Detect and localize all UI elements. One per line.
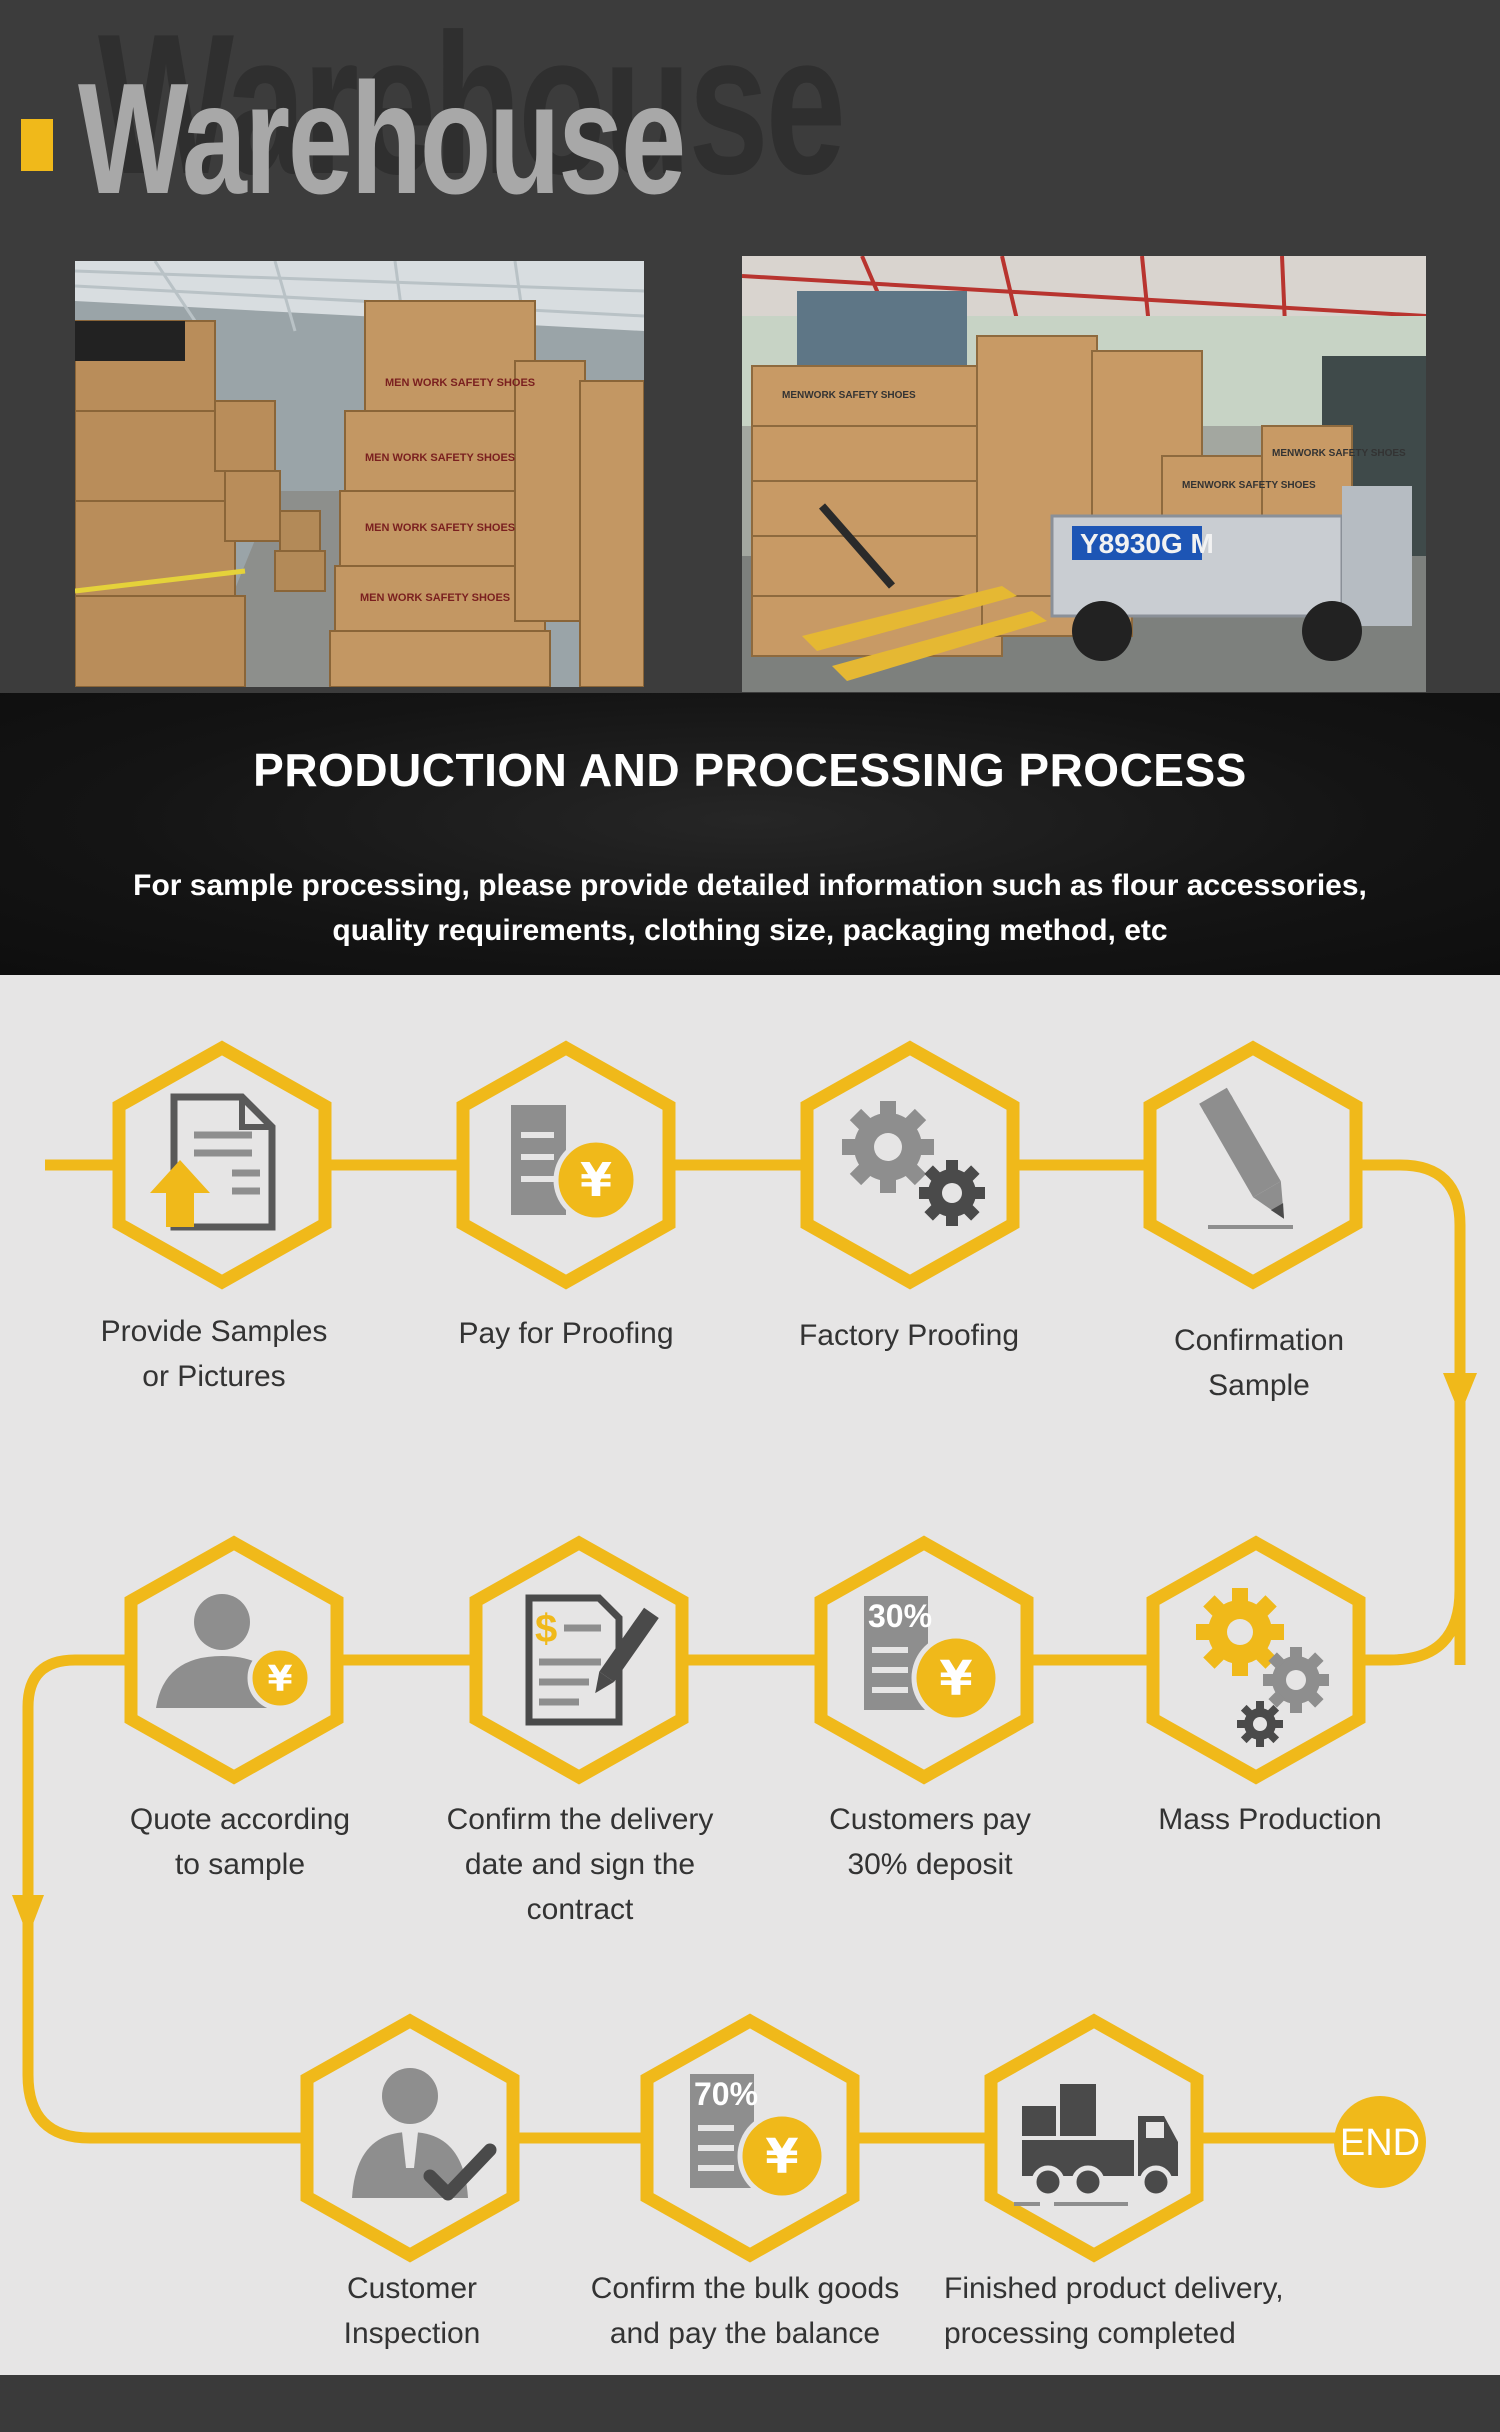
process-banner: PRODUCTION AND PROCESSING PROCESS For sa… [0, 693, 1500, 975]
pencil-icon [1199, 1087, 1293, 1229]
process-flow: ¥ [0, 975, 1500, 2375]
box-label: MENWORK SAFETY SHOES [1272, 448, 1406, 459]
box-label: MEN WORK SAFETY SHOES [365, 522, 515, 534]
step-6-node: 30% ¥ [821, 1543, 1027, 1777]
footer-strip [0, 2375, 1500, 2432]
warehouse-ghost-title: Warehouse [98, 0, 846, 216]
step-3-node [807, 1048, 1013, 1282]
step-11-node [991, 2021, 1197, 2255]
banner-description: For sample processing, please provide de… [0, 863, 1500, 953]
step-label: Mass Production [1158, 1803, 1382, 1836]
document-yen-70-icon: 70% ¥ [690, 2074, 827, 2201]
document-yen-30-icon: 30% ¥ [864, 1596, 1001, 1723]
svg-text:$: $ [535, 1607, 557, 1651]
box-label: MENWORK SAFETY SHOES [782, 390, 916, 401]
step-label: Finished product delivery,processing com… [944, 2272, 1284, 2350]
truck-icon [1014, 2084, 1178, 2206]
step-7-node: $ [476, 1543, 682, 1777]
flow-arrow [1443, 1373, 1477, 1415]
gears-icon [842, 1101, 985, 1226]
box-label: MEN WORK SAFETY SHOES [360, 592, 510, 604]
banner-description-line: quality requirements, clothing size, pac… [332, 914, 1168, 947]
step-8-node: ¥ [131, 1543, 337, 1777]
step-10-node: 70% ¥ [647, 2021, 853, 2255]
yen-symbol: ¥ [267, 1659, 292, 1700]
step-label: Factory Proofing [798, 1319, 1020, 1352]
title-marker [21, 119, 53, 171]
flow-line [22, 1159, 1466, 2365]
step-1-node [119, 1048, 325, 1282]
truck-plate-text: Y8930G M [1080, 528, 1214, 559]
end-marker: END [1334, 2096, 1426, 2188]
box-label: MEN WORK SAFETY SHOES [365, 452, 515, 464]
person-check-icon [352, 2068, 497, 2201]
warehouse-title: Warehouse [78, 51, 686, 227]
document-upload-icon [150, 1093, 276, 1231]
warehouse-section: Warehouse Warehouse [0, 0, 1500, 693]
yen-symbol: ¥ [765, 2129, 798, 2185]
box-label: MEN WORK SAFETY SHOES [385, 377, 535, 389]
warehouse-photo-right: MENWORK SAFETY SHOES MENWORK SAFETY SHOE… [742, 256, 1426, 692]
percent-badge: 70% [694, 2076, 758, 2112]
banner-description-line: For sample processing, please provide de… [133, 869, 1367, 902]
percent-badge: 30% [868, 1598, 932, 1634]
document-yen-icon: ¥ [511, 1105, 639, 1223]
box-label: MENWORK SAFETY SHOES [1182, 480, 1316, 491]
person-yen-icon: ¥ [156, 1594, 313, 1711]
end-label: END [1340, 2122, 1420, 2164]
yen-symbol: ¥ [580, 1153, 612, 1207]
contract-pen-icon: $ [525, 1594, 659, 1726]
yen-symbol: ¥ [939, 1651, 972, 1707]
warehouse-photo-left: MEN WORK SAFETY SHOES MEN WORK SAFETY SH… [75, 261, 644, 687]
step-4-node [1150, 1048, 1356, 1282]
banner-title: PRODUCTION AND PROCESSING PROCESS [253, 744, 1247, 796]
step-9-node [307, 2021, 513, 2255]
step-5-node [1153, 1543, 1359, 1777]
step-2-node: ¥ [463, 1048, 669, 1282]
step-label: Pay for Proofing [458, 1317, 674, 1350]
flow-arrow [12, 1895, 44, 1937]
